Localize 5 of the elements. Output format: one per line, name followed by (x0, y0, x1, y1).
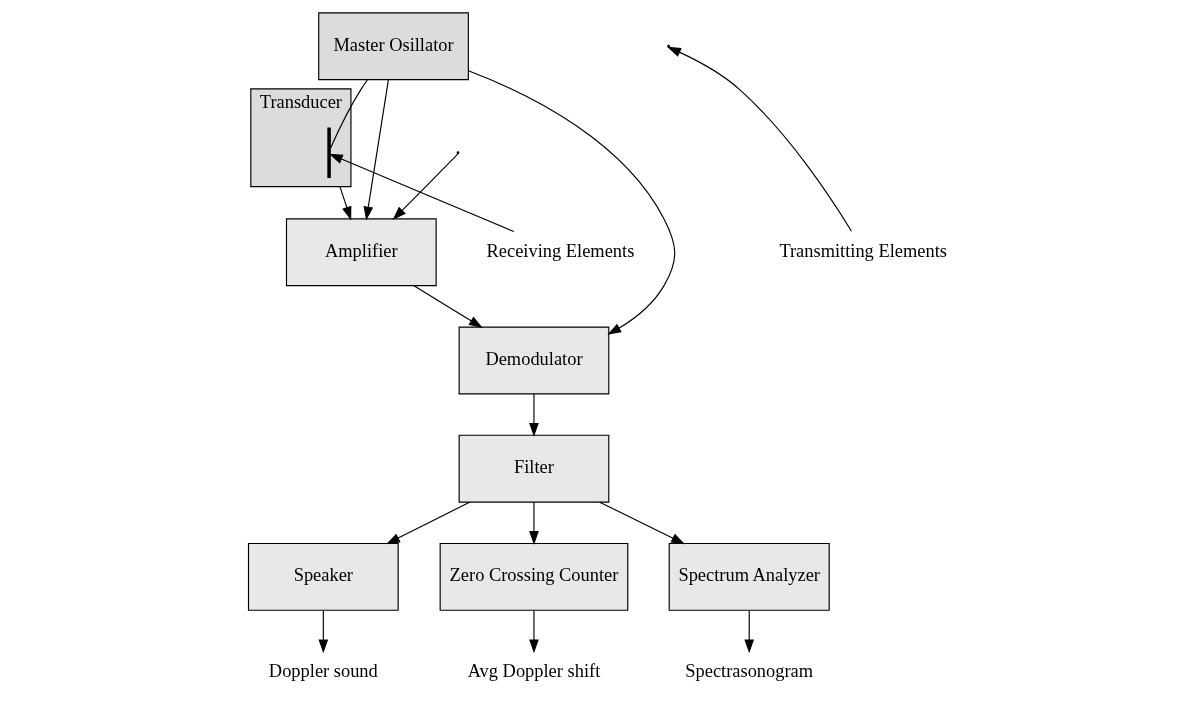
node-text: Avg Doppler shift (467, 660, 601, 681)
node-text: Spectrasonogram (685, 660, 814, 681)
node-text: Doppler sound (268, 660, 378, 681)
node-text: Receiving Elements (486, 240, 635, 261)
node-text: Transmitting Elements (779, 240, 947, 261)
